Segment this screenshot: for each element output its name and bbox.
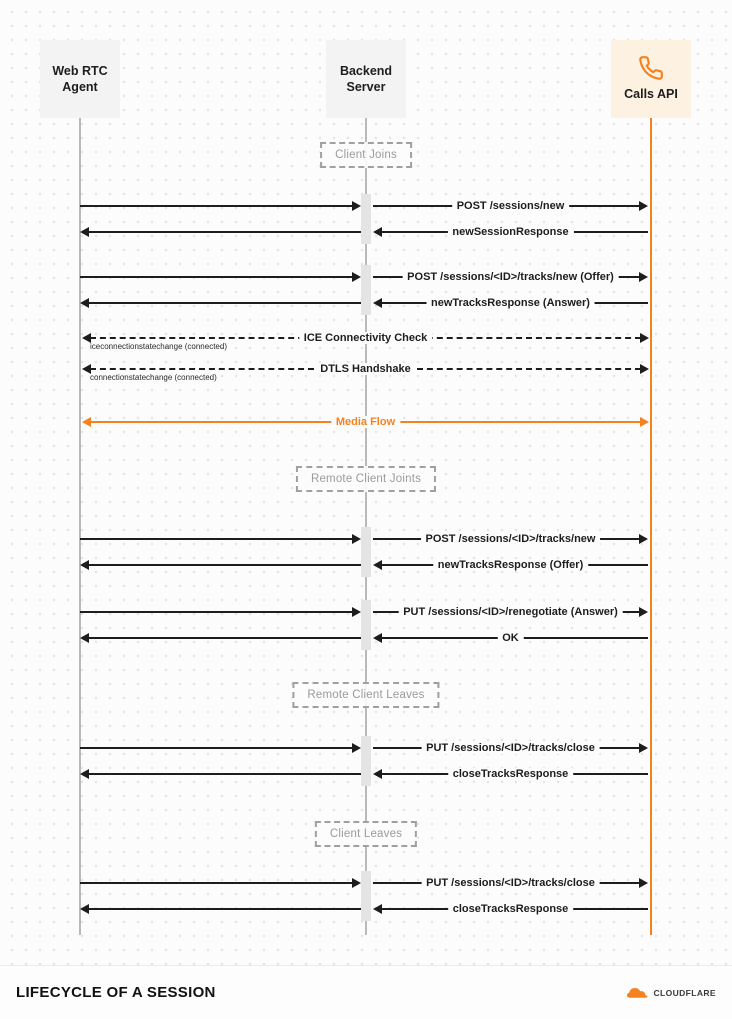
arrowhead-left — [80, 633, 89, 643]
arrowhead-left — [373, 560, 382, 570]
arrowhead-right — [352, 201, 361, 211]
arrowhead-left — [80, 560, 89, 570]
message-sublabel: iceconnectionstatechange (connected) — [90, 342, 227, 351]
actor-label-line1: Backend — [339, 63, 393, 78]
arrowhead-left — [82, 333, 91, 343]
phone-icon — [638, 55, 664, 81]
actor-label: Calls API — [624, 87, 678, 102]
activation-bar — [361, 871, 371, 921]
message-line — [88, 564, 361, 566]
message-label: PUT /sessions/<ID>/tracks/close — [421, 742, 600, 754]
message-line — [88, 637, 361, 639]
cloudflare-cloud-icon — [627, 987, 649, 999]
arrowhead-right — [640, 364, 649, 374]
message-line — [88, 908, 361, 910]
actor-webrtc-agent: Web RTC Agent — [40, 40, 120, 118]
phase-label: Remote Client Joints — [295, 466, 437, 492]
arrowhead-left — [82, 417, 91, 427]
message-label: closeTracksResponse — [447, 903, 574, 915]
message-label: newSessionResponse — [447, 226, 574, 238]
arrowhead-right — [639, 743, 648, 753]
lifeline-backend-server — [365, 118, 367, 935]
message-label: newTracksResponse (Answer) — [426, 297, 595, 309]
activation-bar — [361, 265, 371, 315]
message-label: DTLS Handshake — [315, 363, 416, 375]
arrowhead-left — [373, 298, 382, 308]
cloudflare-wordmark: CLOUDFLARE — [653, 987, 716, 998]
message-label: OK — [497, 632, 524, 644]
arrowhead-right — [639, 201, 648, 211]
phase-label: Remote Client Leaves — [292, 682, 440, 708]
actor-label-line1: Web RTC — [52, 63, 108, 78]
arrowhead-left — [82, 364, 91, 374]
diagram-title: LIFECYCLE OF A SESSION — [16, 984, 216, 1001]
arrowhead-right — [639, 272, 648, 282]
actor-backend-server: Backend Server — [326, 40, 406, 118]
arrowhead-right — [352, 743, 361, 753]
arrowhead-left — [80, 904, 89, 914]
message-line — [80, 882, 353, 884]
arrowhead-left — [80, 298, 89, 308]
message-line — [80, 538, 353, 540]
message-line — [88, 231, 361, 233]
activation-bar — [361, 527, 371, 577]
arrowhead-left — [373, 633, 382, 643]
arrowhead-left — [373, 227, 382, 237]
message-label: ICE Connectivity Check — [298, 332, 433, 344]
message-line — [80, 205, 353, 207]
message-label: PUT /sessions/<ID>/renegotiate (Answer) — [398, 606, 623, 618]
activation-bar — [361, 194, 371, 244]
arrowhead-right — [639, 534, 648, 544]
arrowhead-right — [352, 272, 361, 282]
message-label: newTracksResponse (Offer) — [432, 559, 589, 571]
message-line — [88, 773, 361, 775]
message-line — [80, 747, 353, 749]
activation-bar — [361, 600, 371, 650]
arrowhead-right — [352, 607, 361, 617]
actor-calls-api: Calls API — [611, 40, 691, 118]
actor-label: Web RTC Agent — [52, 63, 107, 96]
phase-label: Client Joins — [320, 142, 412, 168]
arrowhead-right — [352, 534, 361, 544]
message-line — [80, 611, 353, 613]
cloudflare-logo: CLOUDFLARE — [627, 987, 716, 999]
message-label: PUT /sessions/<ID>/tracks/close — [421, 877, 600, 889]
arrowhead-right — [352, 878, 361, 888]
actor-label: Backend Server — [340, 63, 392, 96]
lifeline-webrtc-agent — [79, 118, 81, 935]
arrowhead-left — [373, 769, 382, 779]
message-label: POST /sessions/new — [451, 200, 570, 212]
message-sublabel: connectionstatechange (connected) — [90, 373, 217, 382]
phase-label: Client Leaves — [314, 821, 418, 847]
message-label: Media Flow — [330, 416, 401, 428]
message-line — [88, 302, 361, 304]
message-label: closeTracksResponse — [447, 768, 574, 780]
message-line — [80, 276, 353, 278]
actor-label-line2: Server — [346, 80, 386, 94]
arrowhead-right — [639, 607, 648, 617]
message-label: POST /sessions/<ID>/tracks/new — [420, 533, 601, 545]
activation-bar — [361, 736, 371, 786]
footer: LIFECYCLE OF A SESSION CLOUDFLARE — [0, 965, 732, 1019]
actor-label-line2: Agent — [62, 80, 98, 94]
arrowhead-right — [640, 333, 649, 343]
arrowhead-right — [640, 417, 649, 427]
message-label: POST /sessions/<ID>/tracks/new (Offer) — [402, 271, 619, 283]
arrowhead-right — [639, 878, 648, 888]
lifeline-calls-api — [650, 118, 652, 935]
arrowhead-left — [80, 227, 89, 237]
arrowhead-left — [373, 904, 382, 914]
arrowhead-left — [80, 769, 89, 779]
